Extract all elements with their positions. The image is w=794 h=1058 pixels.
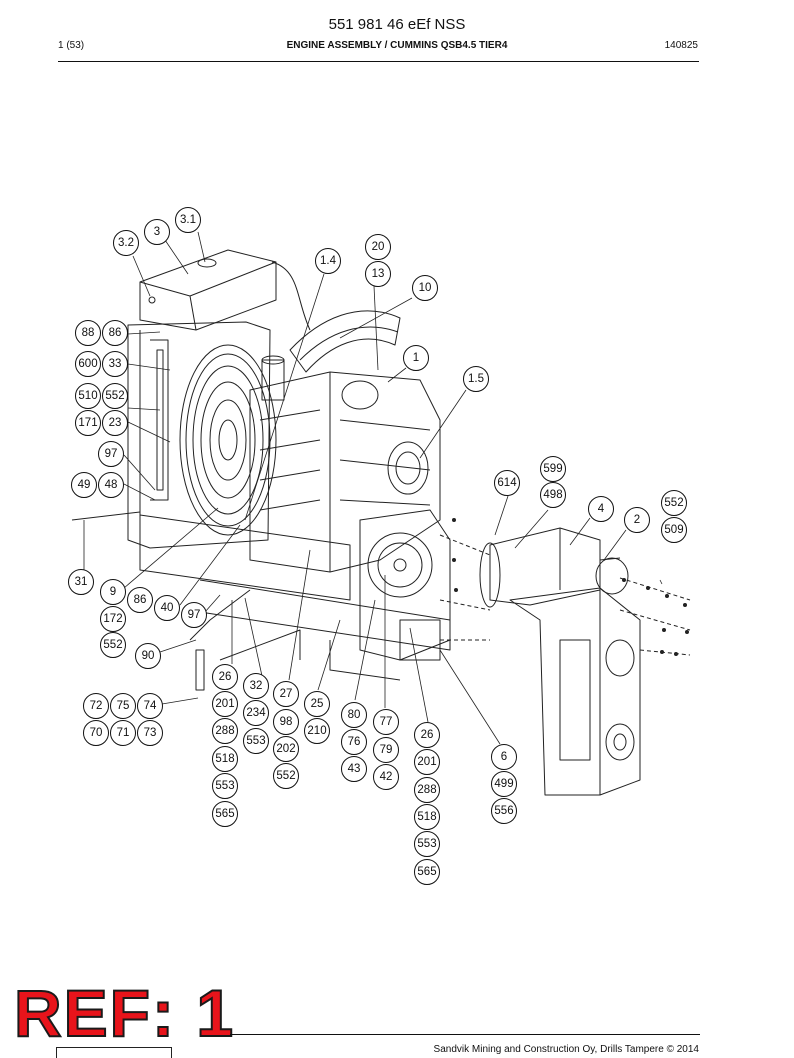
callout-23[interactable]: 23 (102, 410, 128, 436)
callout-6[interactable]: 6 (491, 744, 517, 770)
callout-553-b[interactable]: 553 (212, 773, 238, 799)
callout-80[interactable]: 80 (341, 702, 367, 728)
callout-2[interactable]: 2 (624, 507, 650, 533)
callout-510[interactable]: 510 (75, 383, 101, 409)
callout-234[interactable]: 234 (243, 700, 269, 726)
callout-565-b[interactable]: 565 (414, 859, 440, 885)
callout-552[interactable]: 552 (102, 383, 128, 409)
ref-stamp: REF: 1 (13, 976, 236, 1050)
radiator (127, 321, 271, 549)
callout-509[interactable]: 509 (661, 517, 687, 543)
copyright-footer: Sandvik Mining and Construction Oy, Dril… (433, 1044, 699, 1055)
callout-31[interactable]: 31 (68, 569, 94, 595)
document-code: 551 981 46 eEf NSS (328, 16, 466, 33)
cooling-fan (179, 344, 277, 536)
callout-86[interactable]: 86 (102, 320, 128, 346)
callout-1[interactable]: 1 (403, 345, 429, 371)
callout-3[interactable]: 3 (144, 219, 170, 245)
callout-201[interactable]: 201 (212, 691, 238, 717)
callout-171[interactable]: 171 (75, 410, 101, 436)
callout-288[interactable]: 288 (212, 718, 238, 744)
callout-33[interactable]: 33 (102, 351, 128, 377)
callout-32[interactable]: 32 (243, 673, 269, 699)
callout-1-4[interactable]: 1.4 (315, 248, 341, 274)
callout-97[interactable]: 97 (98, 441, 124, 467)
callout-3-1[interactable]: 3.1 (175, 207, 201, 233)
mounting-bolts (439, 534, 691, 656)
callout-518[interactable]: 518 (212, 746, 238, 772)
callout-288-b[interactable]: 288 (414, 777, 440, 803)
callout-77[interactable]: 77 (373, 709, 399, 735)
callout-518-b[interactable]: 518 (414, 804, 440, 830)
header-rule (58, 61, 699, 62)
callout-26-b[interactable]: 26 (414, 722, 440, 748)
callout-553-c[interactable]: 553 (414, 831, 440, 857)
leader-lines (83, 231, 663, 745)
callout-13[interactable]: 13 (365, 261, 391, 287)
callout-1-5[interactable]: 1.5 (463, 366, 489, 392)
footer-rule (230, 1034, 700, 1035)
callout-552-d[interactable]: 552 (273, 763, 299, 789)
callout-86-b[interactable]: 86 (127, 587, 153, 613)
expansion-tank (139, 249, 277, 331)
callout-72[interactable]: 72 (83, 693, 109, 719)
callout-3-2[interactable]: 3.2 (113, 230, 139, 256)
callout-202[interactable]: 202 (273, 736, 299, 762)
callout-10[interactable]: 10 (412, 275, 438, 301)
page-number: 1 (53) (58, 40, 85, 51)
callout-26[interactable]: 26 (212, 664, 238, 690)
callout-88[interactable]: 88 (75, 320, 101, 346)
callout-210[interactable]: 210 (304, 718, 330, 744)
callout-73[interactable]: 73 (137, 720, 163, 746)
callout-552-c[interactable]: 552 (100, 632, 126, 658)
callout-48[interactable]: 48 (98, 472, 124, 498)
flywheel-housing (359, 509, 451, 661)
callout-565[interactable]: 565 (212, 801, 238, 827)
callout-20[interactable]: 20 (365, 234, 391, 260)
callout-49[interactable]: 49 (71, 472, 97, 498)
callout-40[interactable]: 40 (154, 595, 180, 621)
callout-498[interactable]: 498 (540, 482, 566, 508)
callout-499[interactable]: 499 (491, 771, 517, 797)
engine-frame (71, 511, 451, 691)
callout-76[interactable]: 76 (341, 729, 367, 755)
callout-600[interactable]: 600 (75, 351, 101, 377)
air-intake-pipe (271, 261, 401, 373)
callout-43[interactable]: 43 (341, 756, 367, 782)
callout-70[interactable]: 70 (83, 720, 109, 746)
callout-79[interactable]: 79 (373, 737, 399, 763)
callout-71[interactable]: 71 (110, 720, 136, 746)
callout-553[interactable]: 553 (243, 728, 269, 754)
callout-42[interactable]: 42 (373, 764, 399, 790)
callout-98[interactable]: 98 (273, 709, 299, 735)
callout-97-b[interactable]: 97 (181, 602, 207, 628)
callout-599[interactable]: 599 (540, 456, 566, 482)
callout-9[interactable]: 9 (100, 579, 126, 605)
assembly-title: ENGINE ASSEMBLY / CUMMINS QSB4.5 TIER4 (286, 40, 508, 51)
callout-25[interactable]: 25 (304, 691, 330, 717)
callout-75[interactable]: 75 (110, 693, 136, 719)
callout-74[interactable]: 74 (137, 693, 163, 719)
engine-block (249, 355, 441, 573)
callout-556[interactable]: 556 (491, 798, 517, 824)
callout-614[interactable]: 614 (494, 470, 520, 496)
callout-4[interactable]: 4 (588, 496, 614, 522)
callout-172[interactable]: 172 (100, 606, 126, 632)
transmission (479, 527, 641, 796)
callout-90[interactable]: 90 (135, 643, 161, 669)
document-date: 140825 (664, 40, 698, 51)
callout-552-b[interactable]: 552 (661, 490, 687, 516)
callout-27[interactable]: 27 (273, 681, 299, 707)
callout-201-b[interactable]: 201 (414, 749, 440, 775)
